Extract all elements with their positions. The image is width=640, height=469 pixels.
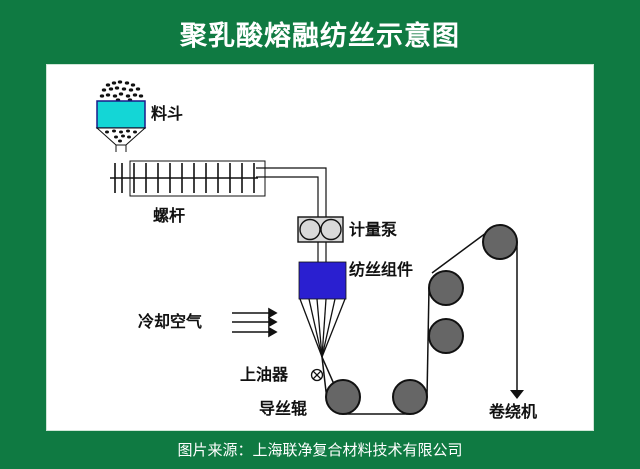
pump-gear-left <box>299 218 321 241</box>
roller-2 <box>392 379 428 415</box>
label-screw: 螺杆 <box>153 206 186 225</box>
label-godet: 导丝辊 <box>259 399 308 418</box>
roller-4 <box>428 318 464 354</box>
pellets-funnel <box>105 129 137 143</box>
godet-rollers <box>325 224 518 415</box>
filaments <box>299 298 346 358</box>
spin-pack <box>298 261 347 300</box>
diagram-title: 聚乳酸熔融纺丝示意图 <box>180 21 460 52</box>
label-metering-pump: 计量泵 <box>349 220 398 239</box>
oiler-icon <box>310 368 324 382</box>
screw-shaft <box>110 163 258 193</box>
pump-gear-right <box>320 218 342 241</box>
label-oiler: 上油器 <box>240 365 289 384</box>
pellets-top <box>99 80 144 102</box>
roller-3 <box>428 270 464 306</box>
label-hopper: 料斗 <box>151 104 184 123</box>
roller-1 <box>325 379 361 415</box>
hopper-body <box>96 100 146 129</box>
cooling-air-arrows <box>232 307 278 338</box>
label-spin-pack: 纺丝组件 <box>349 260 414 279</box>
label-winder: 卷绕机 <box>489 402 538 421</box>
label-cooling-air: 冷却空气 <box>138 312 203 331</box>
melt-pipe <box>256 167 327 217</box>
image-source-caption: 图片来源：上海联净复合材料技术有限公司 <box>177 441 463 459</box>
roller-5 <box>482 224 518 260</box>
winder-arrow <box>510 390 524 399</box>
